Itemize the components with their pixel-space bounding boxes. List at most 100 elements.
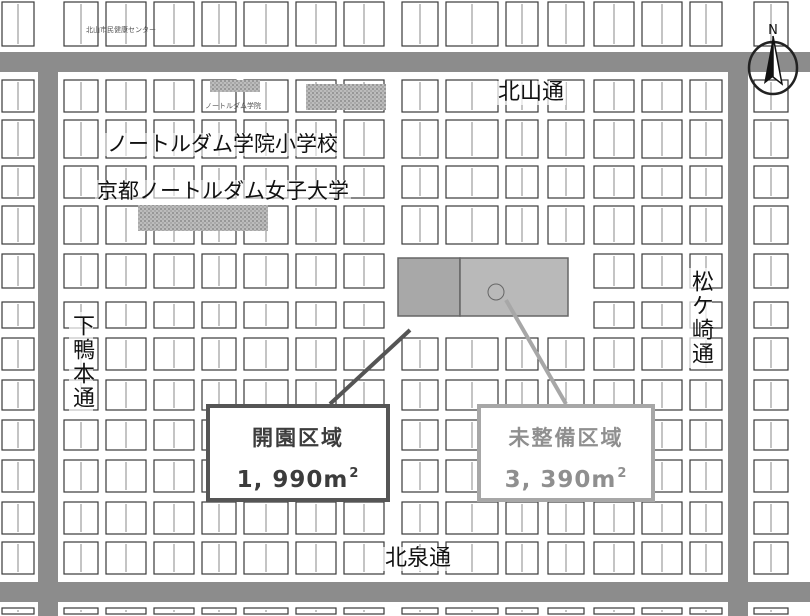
city-block bbox=[689, 379, 723, 411]
city-block bbox=[753, 301, 789, 329]
shimogamo-road-label: 下鴨本通 bbox=[69, 312, 94, 412]
city-block bbox=[243, 253, 289, 289]
city-block bbox=[641, 379, 683, 411]
opened-area-unit: m bbox=[323, 467, 349, 493]
city-block bbox=[593, 119, 635, 159]
city-block bbox=[593, 79, 635, 113]
city-block bbox=[641, 337, 683, 371]
city-block bbox=[1, 337, 35, 371]
city-block bbox=[243, 607, 289, 615]
city-block bbox=[343, 253, 385, 289]
city-block bbox=[105, 379, 147, 411]
city-block bbox=[243, 541, 289, 575]
city-block bbox=[1, 541, 35, 575]
city-block bbox=[1, 205, 35, 245]
city-block bbox=[153, 379, 195, 411]
city-block bbox=[295, 205, 337, 245]
city-block bbox=[343, 501, 385, 535]
city-block bbox=[505, 1, 539, 47]
matsugasaki-road-label: 松ケ崎通 bbox=[688, 268, 713, 368]
city-block bbox=[153, 459, 195, 493]
city-block bbox=[105, 607, 147, 615]
school-building bbox=[306, 84, 386, 110]
city-block bbox=[1, 165, 35, 199]
city-block bbox=[641, 205, 683, 245]
city-block bbox=[641, 501, 683, 535]
city-block bbox=[295, 541, 337, 575]
city-block bbox=[343, 205, 385, 245]
city-block bbox=[105, 541, 147, 575]
city-block bbox=[343, 607, 385, 615]
city-block bbox=[401, 379, 439, 411]
city-block bbox=[689, 541, 723, 575]
city-block bbox=[201, 1, 237, 47]
city-block bbox=[445, 501, 499, 535]
north-arrow-icon: N bbox=[745, 22, 801, 98]
city-block bbox=[505, 501, 539, 535]
university-building bbox=[138, 205, 268, 231]
leader-line-undeveloped bbox=[504, 299, 568, 405]
road-kitaizumi bbox=[0, 582, 810, 602]
leader-line-opened bbox=[328, 328, 412, 406]
university-label: 京都ノートルダム女子大学 bbox=[95, 179, 351, 203]
undeveloped-area-exponent: 2 bbox=[617, 466, 628, 481]
city-block bbox=[295, 301, 337, 329]
undeveloped-area-label: 未整備区域 bbox=[508, 426, 624, 450]
city-block bbox=[689, 165, 723, 199]
city-block bbox=[641, 301, 683, 329]
city-block bbox=[753, 419, 789, 451]
city-block bbox=[593, 253, 635, 289]
elementary-school-label: ノートルダム学院小学校 bbox=[105, 132, 340, 156]
city-block bbox=[401, 607, 439, 615]
main-roads bbox=[0, 52, 810, 616]
city-block bbox=[641, 165, 683, 199]
city-block bbox=[753, 541, 789, 575]
city-block bbox=[63, 79, 99, 113]
city-block bbox=[689, 119, 723, 159]
city-block bbox=[547, 337, 585, 371]
city-block bbox=[547, 501, 585, 535]
city-block bbox=[641, 607, 683, 615]
city-block bbox=[63, 205, 99, 245]
city-block bbox=[243, 1, 289, 47]
city-block bbox=[63, 607, 99, 615]
city-block bbox=[201, 253, 237, 289]
city-block bbox=[105, 459, 147, 493]
school-annex bbox=[210, 80, 260, 92]
north-label: N bbox=[768, 23, 778, 38]
city-block bbox=[153, 419, 195, 451]
city-block bbox=[201, 337, 237, 371]
undeveloped-area-value: 3, 390 bbox=[504, 467, 592, 493]
city-block bbox=[63, 1, 99, 47]
road-shimogamo bbox=[38, 60, 58, 616]
city-block bbox=[505, 165, 539, 199]
city-block bbox=[153, 607, 195, 615]
city-block bbox=[63, 541, 99, 575]
city-block bbox=[1, 79, 35, 113]
city-block bbox=[295, 253, 337, 289]
city-block bbox=[753, 79, 789, 113]
city-block bbox=[547, 541, 585, 575]
city-block bbox=[445, 379, 499, 411]
city-block bbox=[201, 541, 237, 575]
city-block bbox=[547, 1, 585, 47]
city-block bbox=[547, 205, 585, 245]
city-block bbox=[401, 337, 439, 371]
city-block bbox=[1, 607, 35, 615]
city-block bbox=[547, 165, 585, 199]
parcel-feature bbox=[487, 283, 505, 301]
city-block bbox=[153, 1, 195, 47]
city-block bbox=[753, 337, 789, 371]
city-block bbox=[641, 253, 683, 289]
city-block bbox=[401, 419, 439, 451]
city-block bbox=[295, 501, 337, 535]
city-block bbox=[243, 301, 289, 329]
city-block bbox=[445, 165, 499, 199]
city-block bbox=[753, 165, 789, 199]
city-block bbox=[753, 205, 789, 245]
opened-area-size: 1, 990m2 bbox=[210, 466, 386, 493]
city-block bbox=[445, 607, 499, 615]
city-block bbox=[401, 501, 439, 535]
city-block bbox=[201, 501, 237, 535]
city-block bbox=[547, 119, 585, 159]
